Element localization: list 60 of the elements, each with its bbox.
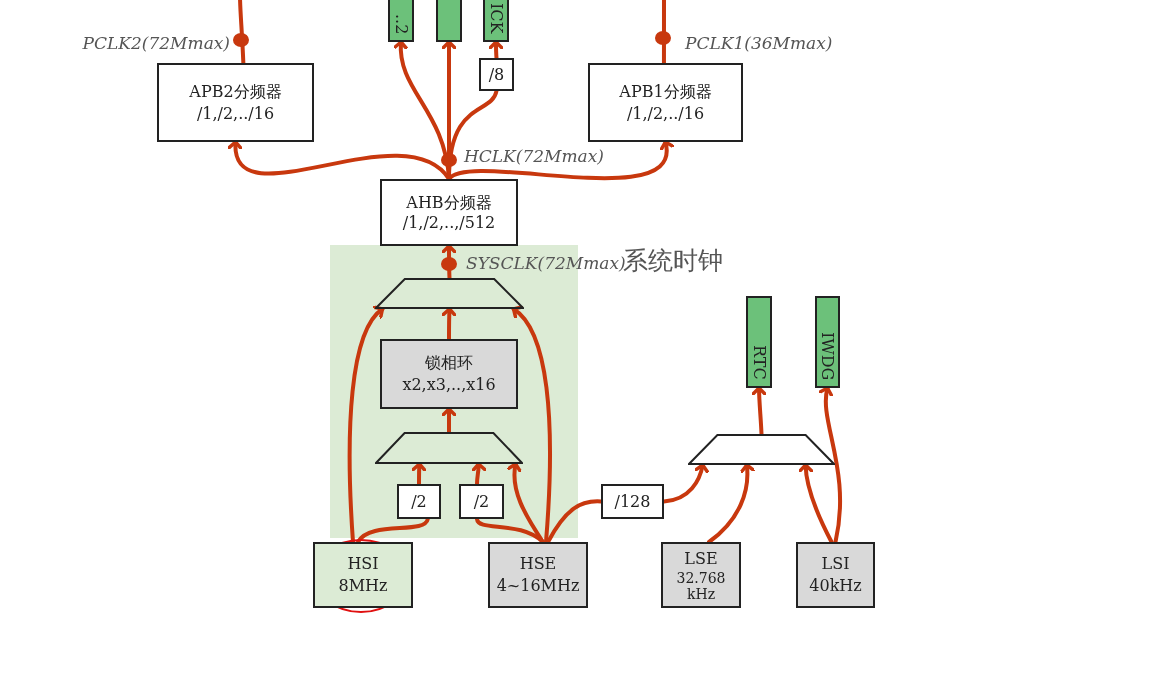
multiplexer-symbol	[375, 278, 524, 309]
arrow	[751, 386, 767, 436]
arrow	[798, 463, 834, 544]
box-text: 4~16MHz	[496, 575, 580, 597]
oscillator-box	[488, 542, 588, 608]
box-title: HSE	[519, 553, 557, 575]
multiplexer-symbol	[375, 432, 523, 464]
box-title: LSI	[821, 553, 850, 575]
peripheral-box	[746, 296, 772, 388]
box-text: IWDG	[817, 331, 839, 382]
box-text: /1,/2,../16	[196, 102, 275, 125]
clock-label: HCLK(72Mmax)	[464, 146, 604, 166]
clock-label: SYSCLK(72Mmax)	[466, 253, 626, 273]
connector-line	[661, 0, 666, 65]
connector-line	[546, 499, 603, 544]
heading-text: 系统时钟	[623, 245, 723, 277]
box-text: 8MHz	[338, 575, 388, 597]
arrow	[511, 306, 552, 544]
connector-line	[356, 517, 430, 544]
arrow	[411, 462, 427, 486]
box-text: ..2	[390, 13, 412, 36]
box-text: /2	[473, 490, 490, 513]
box-title: APB1分频器	[619, 80, 712, 103]
prescaler-box	[380, 179, 518, 246]
arrow	[347, 306, 385, 544]
box-text: ICK	[485, 3, 507, 36]
clock-label: PCLK1(36Mmax)	[685, 33, 833, 53]
peripheral-box	[483, 0, 509, 42]
arrow	[818, 386, 842, 544]
peripheral-box	[815, 296, 840, 388]
box-title: 锁相环	[425, 352, 473, 374]
box-text: RTC	[748, 345, 770, 382]
multiplexer-symbol	[688, 434, 835, 465]
arrow	[441, 407, 457, 434]
box-title: LSE	[684, 548, 718, 570]
oscillator-box	[661, 542, 741, 608]
connector-line	[238, 0, 246, 65]
pll-box	[380, 339, 518, 409]
box-text: x2,x3,..,x16	[402, 374, 496, 396]
oscillator-box	[796, 542, 875, 608]
box-text: /1,/2,../16	[626, 102, 705, 125]
arrow	[707, 463, 755, 544]
prescaler-box	[588, 63, 743, 142]
peripheral-box	[436, 0, 462, 42]
box-text: 40kHz	[809, 575, 862, 597]
arrow	[441, 244, 457, 280]
box-text: /128	[614, 490, 651, 513]
box-text: 32.768 kHz	[675, 569, 727, 602]
arrow	[488, 40, 504, 60]
box-title: AHB分频器	[406, 191, 492, 214]
arrow	[441, 307, 457, 341]
box-text: /8	[488, 63, 505, 86]
box-title: APB2分频器	[189, 80, 282, 103]
box-text: /1,/2,..,/512	[401, 213, 497, 234]
arrow	[471, 462, 487, 486]
box-text: /2	[411, 490, 427, 513]
clock-label: PCLK2(72Mmax)	[82, 33, 230, 53]
box-title: HSI	[347, 553, 379, 575]
peripheral-box	[388, 0, 414, 42]
prescaler-box	[157, 63, 314, 142]
